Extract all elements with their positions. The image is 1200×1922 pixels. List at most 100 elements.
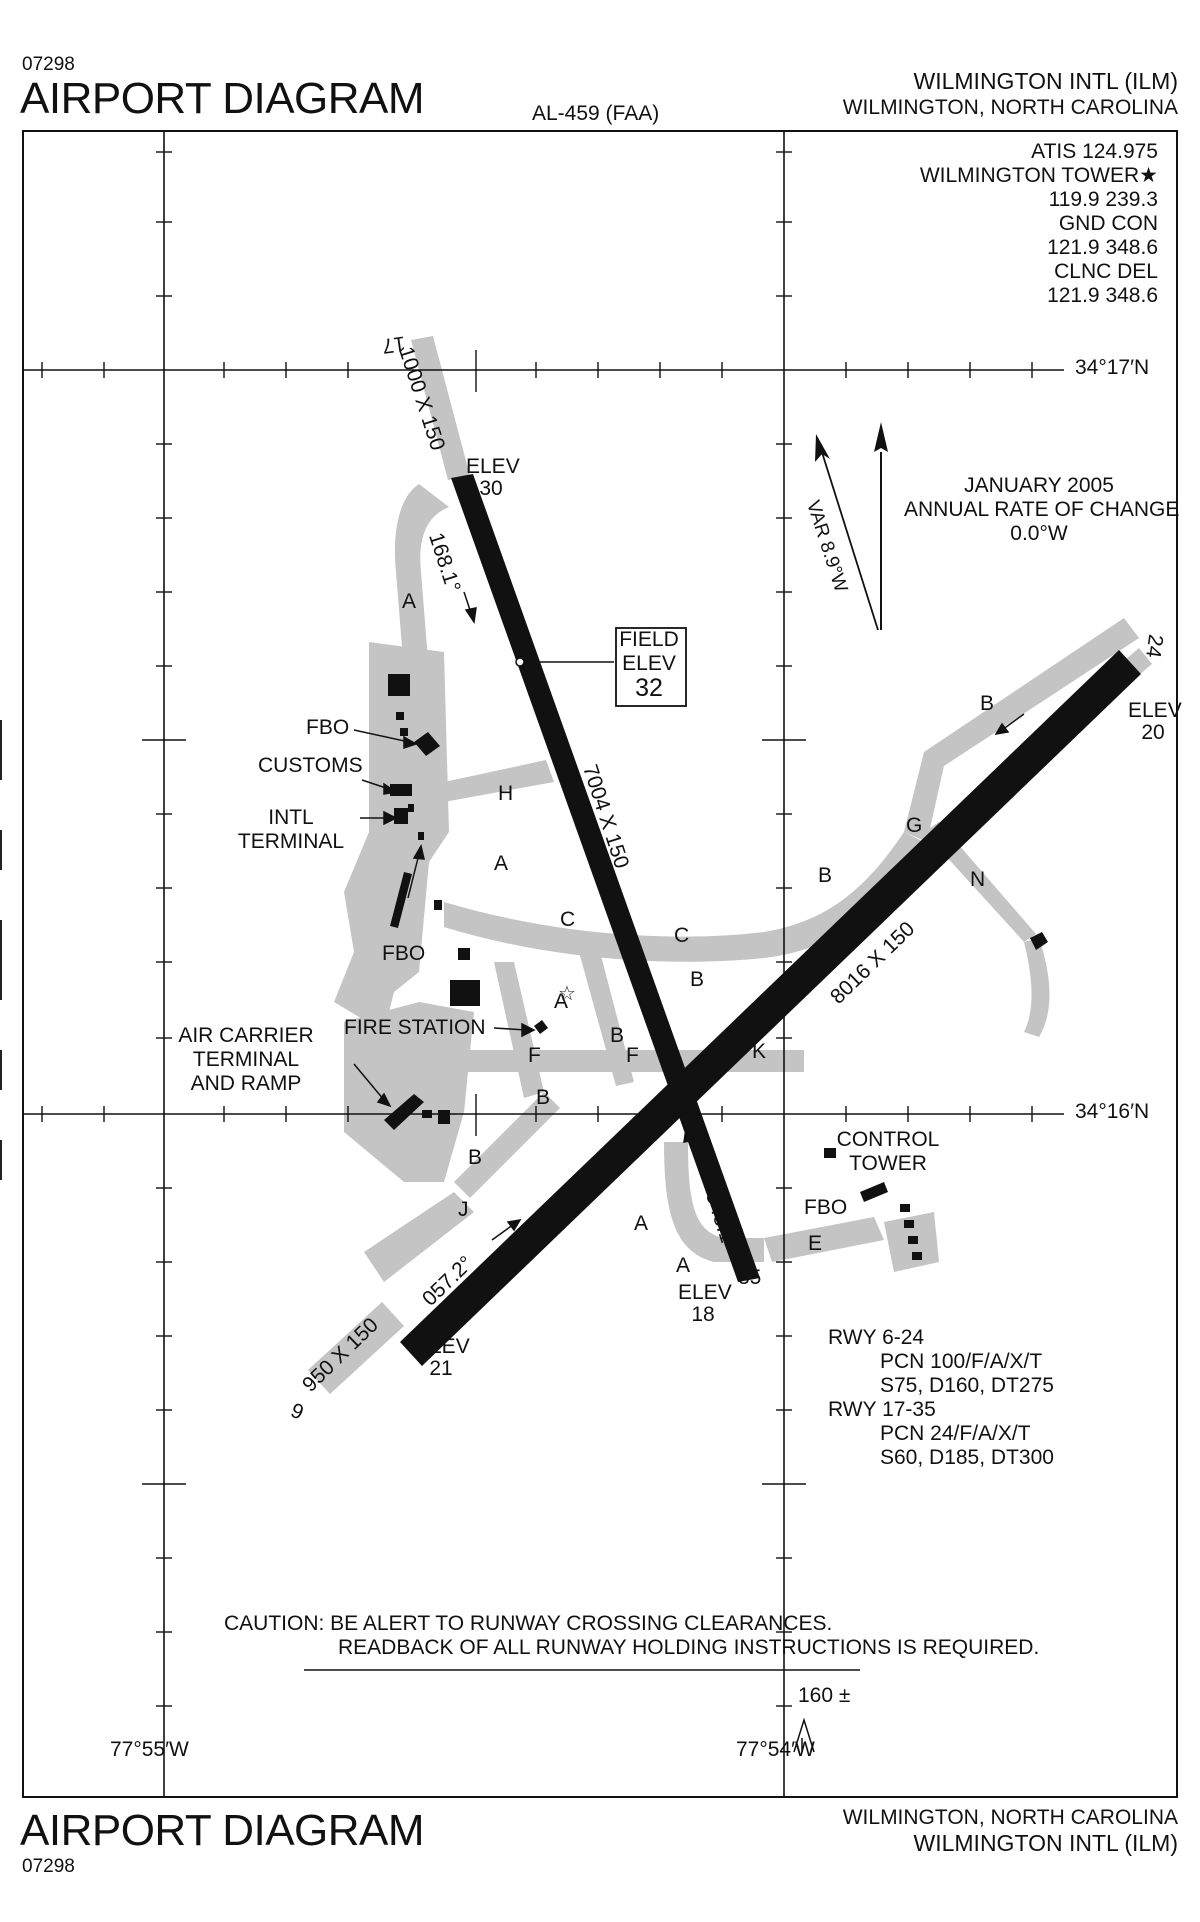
intl-terminal-label: INTL TERMINAL	[236, 806, 346, 854]
document-id: AL-459 (FAA)	[532, 102, 660, 125]
fire-station-label: FIRE STATION	[344, 1016, 486, 1039]
longitude-east: 77°54′W	[736, 1738, 815, 1761]
taxiway-n-label: N	[970, 868, 986, 891]
taxiway-f-label: F	[626, 1044, 639, 1067]
ground-control-frequency: 121.9 348.6	[1047, 236, 1158, 259]
elevation-rwy-17: ELEV 30	[466, 455, 520, 500]
taxiway-a-label: A	[402, 590, 417, 613]
elev-label: ELEV	[678, 1281, 732, 1304]
pavement-rwy-6-24-weights: S75, D160, DT275	[880, 1374, 1054, 1397]
footer-airport-name: WILMINGTON INTL (ILM)	[913, 1830, 1179, 1856]
taxiway-b-label: B	[690, 968, 705, 991]
margin-strip	[0, 720, 8, 1180]
taxiway-j-label: J	[458, 1198, 469, 1221]
grid-ticks	[41, 151, 1033, 1707]
field-elev-line1: FIELD	[619, 628, 679, 651]
elev-label: ELEV	[1128, 699, 1182, 722]
annual-rate-label: ANNUAL RATE OF CHANGE	[904, 498, 1180, 521]
taxiway-b-label: B	[818, 864, 833, 887]
control-tower-line2: TOWER	[849, 1152, 927, 1175]
magnetic-info: JANUARY 2005 ANNUAL RATE OF CHANGE 0.0°W	[904, 474, 1180, 546]
clearance-delivery-frequency: 121.9 348.6	[1047, 284, 1158, 307]
leader-lines	[353, 729, 536, 1108]
clearance-delivery-label: CLNC DEL	[1054, 260, 1158, 283]
runway-35-label: 35	[738, 1266, 762, 1289]
city-state: WILMINGTON, NORTH CAROLINA	[842, 96, 1178, 119]
caution-line-1: CAUTION: BE ALERT TO RUNWAY CROSSING CLE…	[224, 1612, 833, 1635]
grid-lines	[24, 132, 1064, 1796]
fbo-label-west: FBO	[382, 942, 426, 965]
taxiway-a-label: A	[676, 1254, 691, 1277]
footer-chart-number: 07298	[22, 1856, 75, 1877]
taxiway-a-label: A	[494, 852, 509, 875]
air-carrier-terminal-label: AIR CARRIER TERMINAL AND RAMP	[176, 1024, 316, 1096]
runways	[400, 474, 1141, 1366]
fbo-label-east: FBO	[804, 1196, 848, 1219]
taxiway-b-label: B	[980, 692, 995, 715]
latitude-south: 34°16′N	[1075, 1100, 1150, 1123]
air-carrier-line1: AIR CARRIER	[178, 1024, 314, 1047]
field-elevation-marker	[515, 657, 525, 667]
tower-name: WILMINGTON TOWER★	[919, 164, 1158, 187]
pavement-rwy-6-24: RWY 6-24	[828, 1326, 925, 1349]
customs-label: CUSTOMS	[258, 754, 363, 777]
caution-line-2: READBACK OF ALL RUNWAY HOLDING INSTRUCTI…	[338, 1636, 1040, 1659]
control-tower-label: CONTROL TOWER	[828, 1128, 948, 1176]
elev-label: ELEV	[466, 455, 520, 478]
field-elev-value: 32	[635, 674, 663, 702]
magnetic-north-arrow-icon	[815, 434, 879, 631]
field-elevation: FIELD ELEV 32	[614, 628, 684, 702]
heading-arrows	[463, 591, 1025, 1241]
footer-city-state: WILMINGTON, NORTH CAROLINA	[842, 1806, 1178, 1829]
pavement-rwy-17-35: RWY 17-35	[828, 1398, 936, 1421]
elevation-rwy-35: ELEV 18	[678, 1281, 732, 1326]
pavement-rwy-17-35-weights: S60, D185, DT300	[880, 1446, 1054, 1469]
tower-frequency: 119.9 239.3	[1048, 188, 1158, 211]
elev-value: 30	[479, 477, 503, 500]
air-carrier-line3: AND RAMP	[190, 1072, 302, 1095]
taxiway-a-label: A	[634, 1212, 649, 1235]
latitude-north: 34°17′N	[1075, 356, 1150, 379]
elevation-rwy-6: ELEV 21	[416, 1335, 470, 1380]
intl-terminal-line2: TERMINAL	[237, 830, 345, 853]
pavement-rwy-6-24-pcn: PCN 100/F/A/X/T	[880, 1350, 1043, 1373]
runway-24-label: 24	[1141, 632, 1168, 660]
atis-frequency: ATIS 124.975	[1031, 140, 1158, 163]
taxiway-pavement	[308, 336, 1152, 1394]
longitude-west: 77°55′W	[110, 1738, 189, 1761]
control-tower-line1: CONTROL	[836, 1128, 940, 1151]
taxiway-e-label: E	[808, 1232, 823, 1255]
taxiway-c-label: C	[674, 924, 690, 947]
taxiway-h-label: H	[498, 782, 514, 805]
frequency-block: ATIS 124.975 WILMINGTON TOWER★ 119.9 239…	[920, 140, 1158, 308]
elev-value: 18	[691, 1303, 715, 1326]
obstacle-height: 160 ±	[798, 1684, 851, 1707]
chart-number: 07298	[22, 54, 75, 75]
intl-terminal-line1: INTL	[268, 806, 314, 829]
footer-title: AIRPORT DIAGRAM	[20, 1806, 425, 1855]
annual-rate-value: 0.0°W	[1010, 522, 1068, 545]
taxiway-b-label: B	[610, 1024, 625, 1047]
obstruction-icon	[793, 1717, 815, 1753]
taxiway-a-label: A	[554, 990, 569, 1013]
pavement-strength-block: RWY 6-24 PCN 100/F/A/X/T S75, D160, DT27…	[828, 1326, 1054, 1470]
elev-value: 21	[429, 1357, 453, 1380]
ground-control-label: GND CON	[1058, 212, 1158, 235]
elev-label: ELEV	[416, 1335, 470, 1358]
taxiway-f-label: F	[528, 1044, 541, 1067]
fbo-label-north: FBO	[306, 716, 350, 739]
star-icon: ☆	[558, 983, 576, 1005]
taxiway-b-label: B	[536, 1086, 551, 1109]
pavement-rwy-17-35-pcn: PCN 24/F/A/X/T	[880, 1422, 1031, 1445]
field-elevation-box	[615, 627, 687, 707]
air-carrier-line2: TERMINAL	[192, 1048, 300, 1071]
taxiway-c-label: C	[560, 908, 576, 931]
field-elev-line2: ELEV	[622, 652, 676, 675]
airport-name: WILMINGTON INTL (ILM)	[913, 68, 1179, 94]
airport-diagram: ☆	[24, 132, 1152, 1796]
north-arrow-icon	[874, 422, 888, 630]
taxiway-b-label: B	[468, 1146, 483, 1169]
taxiway-g-label: G	[906, 814, 923, 837]
elevation-rwy-24: ELEV 20	[1128, 699, 1182, 744]
taxiway-k-label: K	[752, 1040, 767, 1063]
